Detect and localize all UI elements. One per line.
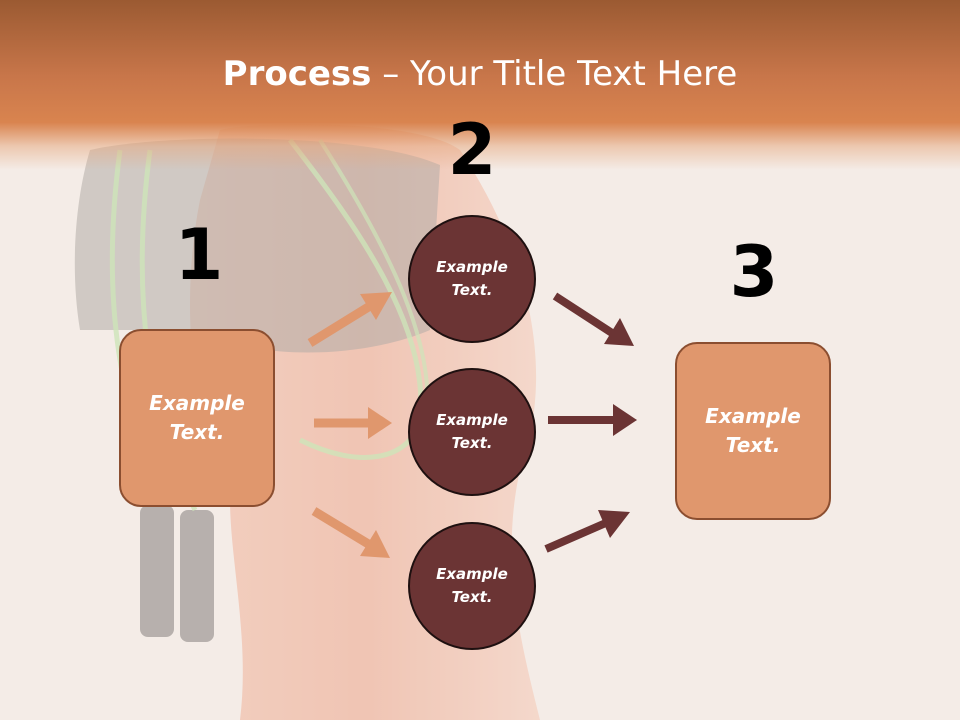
arrow-1-to-circle-middle	[314, 407, 392, 439]
step-3-number: 3	[729, 231, 779, 313]
step-3-box-text: Example Text.	[705, 404, 801, 457]
step-2-circle-middle[interactable]: Example Text.	[408, 368, 536, 496]
step-2-circle-bottom[interactable]: Example Text.	[408, 522, 536, 650]
arrow-circle-bottom-to-3	[544, 510, 630, 553]
arrow-1-to-circle-bottom	[311, 507, 390, 558]
arrow-circle-middle-to-3	[548, 404, 637, 436]
arrow-1-to-circle-top	[307, 292, 392, 347]
step-1-box[interactable]: Example Text.	[119, 329, 275, 507]
step-3-box[interactable]: Example Text.	[675, 342, 831, 520]
circle-middle-text: Example Text.	[436, 411, 508, 452]
slide-title: Process – Your Title Text Here	[0, 52, 960, 96]
step-1-number: 1	[174, 214, 224, 296]
circle-top-text: Example Text.	[436, 258, 508, 299]
title-band	[0, 0, 960, 170]
step-2-circle-top[interactable]: Example Text.	[408, 215, 536, 343]
title-bold: Process	[222, 54, 372, 94]
circle-bottom-text: Example Text.	[436, 565, 508, 606]
step-1-box-text: Example Text.	[149, 391, 245, 444]
title-rest: Your Title Text Here	[410, 54, 738, 94]
arrow-circle-top-to-3	[552, 292, 634, 346]
title-separator: –	[371, 54, 411, 94]
step-2-number: 2	[447, 109, 497, 191]
